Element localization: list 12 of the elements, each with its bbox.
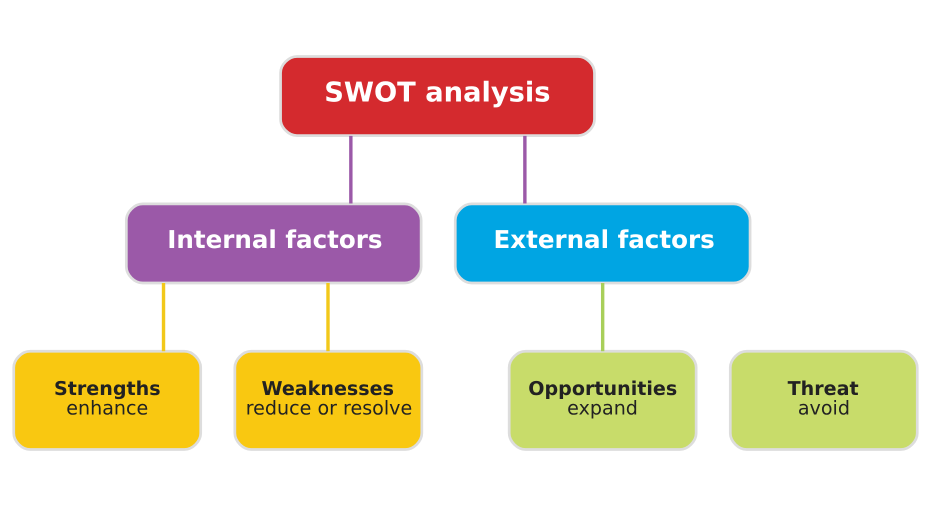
node-box: Weaknesses reduce or resolve [233,350,424,451]
connector [326,283,330,352]
node-box: Internal factors [124,202,422,284]
connector [349,136,353,204]
node-box: External factors [454,202,752,284]
connector [523,136,527,204]
connector [162,283,166,352]
node-box: SWOT analysis [279,55,596,137]
node-box: Strengths enhance [12,350,202,451]
node-box: Threat avoid [728,350,919,451]
node-box: Opportunities expand [508,350,698,451]
connector [600,283,604,352]
